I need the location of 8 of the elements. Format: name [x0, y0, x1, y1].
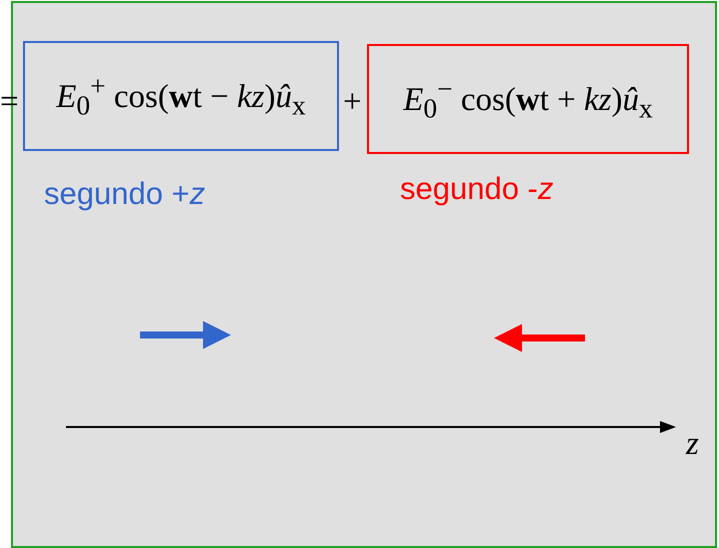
formula-box: [367, 44, 689, 154]
formula-term: E$_{0}$$^{+}$ cos(wt − kz)û$_{x}$: [56, 72, 306, 120]
direction-label: segundo -z: [400, 171, 554, 207]
direction-label: segundo +z: [44, 176, 206, 212]
plus-sign: +: [343, 86, 362, 119]
formula-term: E$_{0}$$^{−}$ cos(wt + kz)û$_{x}$: [403, 75, 653, 123]
axis-label: z: [686, 428, 699, 461]
formula-box: [23, 41, 339, 151]
